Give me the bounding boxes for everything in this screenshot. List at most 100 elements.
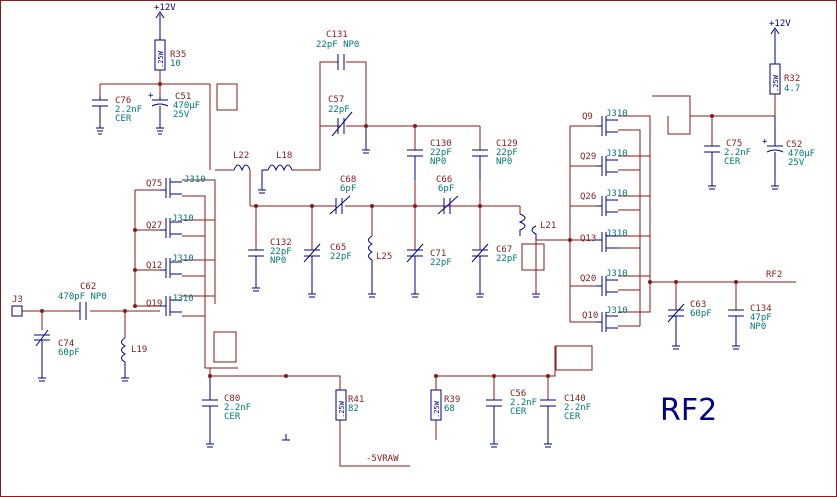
type-q20: J310 <box>606 269 628 279</box>
ref-c75: C75 <box>726 139 742 149</box>
net-vcc1: +12V <box>154 3 176 13</box>
net-vcc2: +12V <box>769 19 791 29</box>
val2-c56: CER <box>510 407 527 417</box>
r35-body: .25W <box>157 50 165 68</box>
ref-q13: Q13 <box>580 234 596 244</box>
ref-c140: C140 <box>564 394 586 404</box>
ref-c67: C67 <box>496 245 512 255</box>
ref-q26: Q26 <box>580 192 596 202</box>
val2-c130: NP0 <box>430 157 446 167</box>
val-c52: 470µF <box>788 149 815 159</box>
val2-c75: CER <box>724 157 741 167</box>
net-vneg: -5VRAW <box>366 454 399 464</box>
ref-r39: R39 <box>444 395 460 405</box>
ref-c131: C131 <box>326 30 348 40</box>
ref-c80: C80 <box>224 394 240 404</box>
val-c76: 2.2nF <box>115 105 142 115</box>
svg-text:+: + <box>762 137 768 147</box>
ref-q29: Q29 <box>580 152 596 162</box>
val2-c132: NP0 <box>270 256 286 266</box>
filter-section: L22 L18 C131 22pF NP0 C57 22pF C68 6pF C… <box>215 30 520 215</box>
type-q12: J310 <box>172 254 194 264</box>
ref-c76: C76 <box>115 96 131 106</box>
ref-c65: C65 <box>330 243 346 253</box>
val-c131: 22pF NP0 <box>316 40 359 50</box>
type-q19: J310 <box>172 294 194 304</box>
ref-l18: L18 <box>276 151 292 161</box>
ref-c132: C132 <box>270 238 292 248</box>
val2-c76: CER <box>115 114 132 124</box>
shunt-section: C132 22pF NP0 C65 22pF L25 C71 22pF C67 … <box>248 206 600 298</box>
ref-q12: Q12 <box>146 261 162 271</box>
val2-c52: 25V <box>788 158 805 168</box>
ref-c129: C129 <box>496 139 518 149</box>
val-r39: 68 <box>444 404 455 414</box>
type-q26: J310 <box>606 189 628 199</box>
ref-r32: R32 <box>784 74 800 84</box>
type-q29: J310 <box>606 149 628 159</box>
ref-q9: Q9 <box>582 112 593 122</box>
ref-l21: L21 <box>540 221 556 231</box>
val-c57: 22pF <box>328 105 350 115</box>
val-c132: 22pF <box>270 247 292 257</box>
output-section: RF2 C63 60pF C134 47pF NP0 <box>667 270 782 350</box>
net-rf2: RF2 <box>766 270 782 280</box>
ref-q27: Q27 <box>146 221 162 231</box>
net-j3: J3 <box>12 295 23 305</box>
val-r41: 82 <box>348 404 359 414</box>
val-c129: 22pF <box>496 148 518 158</box>
transistor-bank-right: Q9 Q29 Q26 Q13 Q20 Q10 J310 J310 J310 J3… <box>569 95 796 332</box>
val-c67: 22pF <box>496 254 518 264</box>
ref-c63: C63 <box>690 300 706 310</box>
val2-c51: 25V <box>173 110 190 120</box>
ref-c71: C71 <box>430 249 446 259</box>
supply-right: +12V .25W R32 4.7 C75 2.2nF CER + C52 47… <box>690 19 815 190</box>
val-c140: 2.2nF <box>564 403 591 413</box>
val-c75: 2.2nF <box>724 148 751 158</box>
input-jack[interactable] <box>11 305 23 317</box>
ref-q20: Q20 <box>580 274 596 284</box>
r39-body: .25W <box>433 400 441 418</box>
supply-left: +12V .25W R35 10 C76 2.2nF CER + C51 470… <box>92 3 238 170</box>
ref-c74: C74 <box>58 339 74 349</box>
ref-c66: C66 <box>436 175 452 185</box>
val-c62: 470pF NP0 <box>58 292 107 302</box>
type-q27: J310 <box>172 214 194 224</box>
type-q13: J310 <box>606 229 628 239</box>
val-c66: 6pF <box>438 184 454 194</box>
r32-body: .25W <box>772 74 780 92</box>
val-c80: 2.2nF <box>224 403 251 413</box>
ref-c56: C56 <box>510 389 526 399</box>
transistor-bank-left: Q75 Q27 Q12 Q19 J310 J310 J310 J310 <box>134 175 216 318</box>
val-c68: 6pF <box>340 184 356 194</box>
ref-c51: C51 <box>175 92 191 102</box>
val-c130: 22pF <box>430 148 452 158</box>
val-r35: 10 <box>170 59 181 69</box>
input-section: J3 C62 470pF NP0 C74 60pF L19 <box>11 282 160 382</box>
ref-c52: C52 <box>786 140 802 150</box>
ref-c57: C57 <box>328 95 344 105</box>
type-q9: J310 <box>606 109 628 119</box>
ref-r41: R41 <box>348 395 364 405</box>
junctions <box>40 82 738 378</box>
val2-c129: NP0 <box>496 157 512 167</box>
val-c71: 22pF <box>430 258 452 268</box>
val-c63: 60pF <box>690 309 712 319</box>
ref-l22: L22 <box>233 151 249 161</box>
ref-c130: C130 <box>430 139 452 149</box>
val-c65: 22pF <box>330 252 352 262</box>
val2-c80: CER <box>224 412 241 422</box>
val2-c140: CER <box>564 412 581 422</box>
ref-q10: Q10 <box>582 311 598 321</box>
sheet-title: RF2 <box>660 393 717 428</box>
val2-c134: NP0 <box>750 322 766 332</box>
ref-c134: C134 <box>750 304 772 314</box>
ref-r35: R35 <box>170 50 186 60</box>
ref-q75: Q75 <box>146 179 162 189</box>
ref-q19: Q19 <box>146 299 162 309</box>
val-c74: 60pF <box>58 348 80 358</box>
type-q75: J310 <box>184 175 206 185</box>
ref-l19: L19 <box>131 345 147 355</box>
val-c51: 470µF <box>173 101 200 111</box>
